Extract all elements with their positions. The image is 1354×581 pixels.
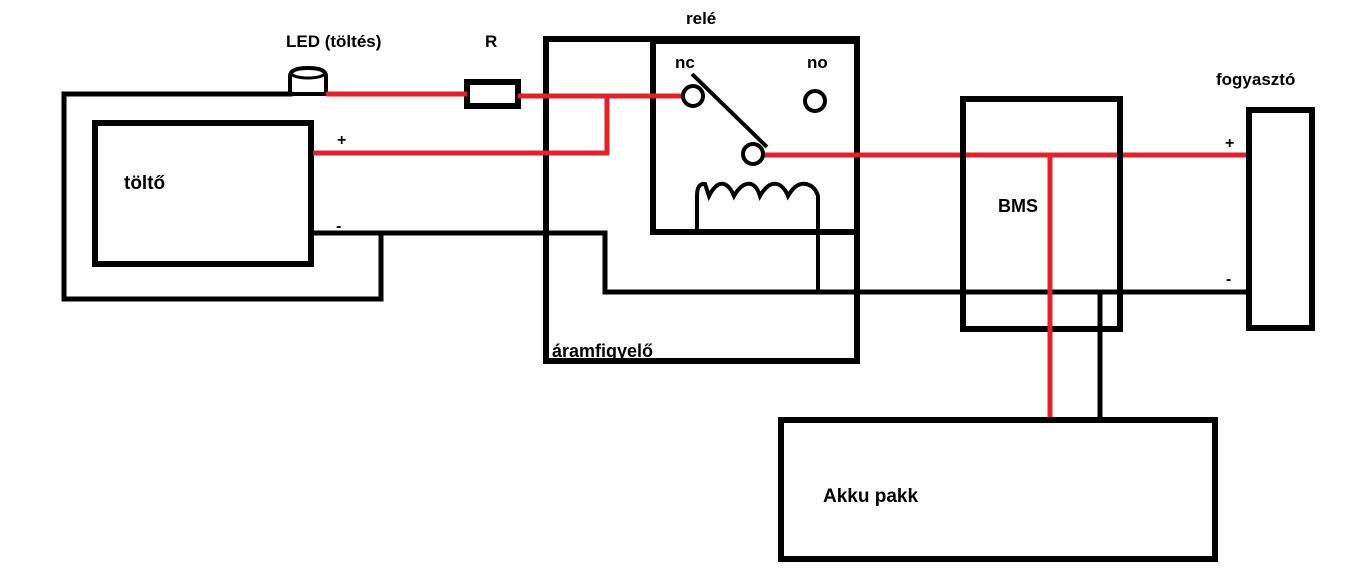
load-label: fogyasztó [1216,70,1295,89]
current-monitor-label: áramfigyelő [552,341,653,361]
relay-label: relé [686,9,716,28]
led-icon [288,65,328,96]
relay-nc-contact-icon [681,84,705,108]
charger-label: töltő [124,173,165,194]
charger-plus-label: + [337,132,346,149]
relay-switch-arm-icon [690,72,769,149]
relay-no-contact-icon [803,89,827,113]
relay-box [650,38,860,235]
relay-no-label: no [807,53,828,72]
charger-minus-label: - [336,218,341,235]
charger-plus-wire [313,96,610,156]
resistor-icon [464,79,521,109]
load-plus-label: + [1225,135,1234,152]
battery-pack-box [778,417,1218,562]
resistor-label: R [485,32,497,51]
current-monitor-box [543,36,860,364]
relay-nc-label: nc [675,53,695,72]
load-minus-label: - [1226,271,1231,288]
load-box [1246,107,1315,331]
bms-box [960,96,1123,332]
led-label: LED (töltés) [286,32,381,51]
bms-label: BMS [998,196,1038,216]
charger-box [92,120,314,267]
relay-coil-icon [695,181,820,291]
charger-minus-wire [310,230,1248,295]
relay-common-contact-icon [741,142,765,166]
battery-pack-label: Akku pakk [823,486,918,507]
charger-outer-loop-wire [61,91,384,302]
